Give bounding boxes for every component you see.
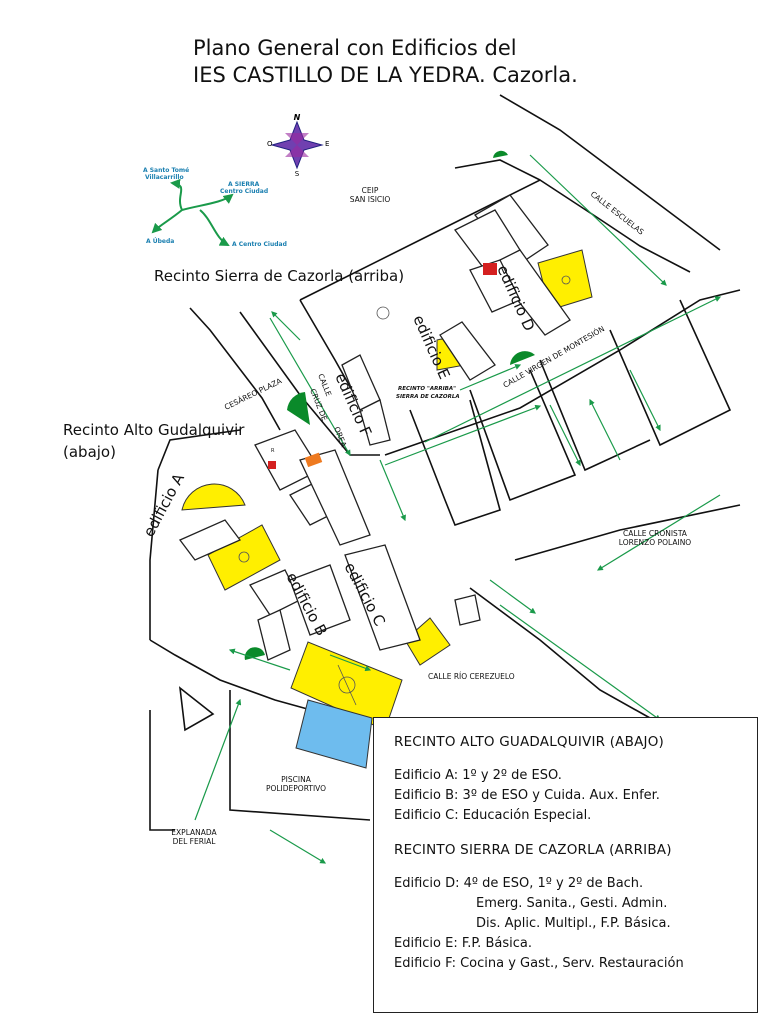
direction-labels: A Santo Tomé Villacarrillo A SIERRA Cent… [143, 167, 287, 248]
label-calle-escuelas: CALLE ESCUELAS [589, 189, 646, 236]
legend-edificio-a: Edificio A: 1º y 2º de ESO. [394, 768, 562, 783]
orange-block [304, 452, 323, 468]
direction-arrows [151, 178, 234, 246]
legend-box: RECINTO ALTO GUADALQUIVIR (ABAJO) Edific… [373, 717, 758, 1013]
label-calle-cronista: CALLE CRONISTA [623, 529, 688, 538]
legend-heading-abajo: RECINTO ALTO GUADALQUIVIR (ABAJO) [394, 734, 664, 750]
legend-edificio-f: Edificio F: Cocina y Gast., Serv. Restau… [394, 956, 684, 971]
legend-edificio-c: Edificio C: Educación Especial. [394, 808, 592, 823]
label-sierra-cazorla: SIERRA DE CAZORLA [396, 394, 460, 400]
label-polideportivo: POLIDEPORTIVO [266, 784, 326, 793]
label-recinto-arriba: RECINTO "ARRIBA" [398, 386, 456, 392]
compass-o: O [267, 140, 273, 148]
label-piscina: PISCINA [281, 775, 312, 784]
legend-edificio-e: Edificio E: F.P. Básica. [394, 936, 532, 951]
building-outlines [178, 194, 571, 661]
traffic-arrows [194, 154, 722, 864]
label-r: R [271, 448, 275, 454]
label-san-isicio: SAN ISICIO [350, 195, 391, 204]
label-lorenzo-polaino: LORENZO POLAINO [619, 538, 692, 547]
label-explanada: EXPLANADA [171, 828, 217, 837]
svg-text:A SIERRA: A SIERRA [228, 181, 260, 188]
svg-text:A Centro Ciudad: A Centro Ciudad [232, 241, 287, 248]
map-title-line1: Plano General con Edificios del [193, 36, 517, 60]
field-a [207, 524, 281, 591]
svg-text:A Santo Tomé: A Santo Tomé [143, 167, 189, 174]
compass-s: S [295, 170, 300, 178]
map-title-line2: IES CASTILLO DE LA YEDRA. Cazorla. [193, 63, 578, 87]
svg-text:Centro Ciudad: Centro Ciudad [220, 188, 268, 195]
label-cesareo-plaza: CESÁREO PLAZA [223, 376, 284, 412]
red-block-small [268, 461, 276, 469]
field-c [404, 617, 451, 666]
label-ceip: CEIP [362, 186, 379, 195]
legend-edificio-d: Edificio D: 4º de ESO, 1º y 2º de Bach. [394, 876, 644, 891]
svg-text:Villacarrillo: Villacarrillo [145, 174, 184, 181]
street-outlines [149, 94, 741, 831]
recinto-abajo-sub: (abajo) [63, 443, 116, 461]
compass-rose-icon: N S E O [267, 113, 329, 178]
svg-text:A Úbeda: A Úbeda [146, 238, 174, 245]
compass-n: N [294, 113, 301, 122]
court-a-half [181, 483, 246, 511]
recinto-abajo-label: Recinto Alto Gudalquivir [63, 421, 245, 439]
compass-e: E [325, 140, 329, 148]
recinto-arriba-label: Recinto Sierra de Cazorla (arriba) [154, 267, 405, 285]
legend-edificio-d-line3: Dis. Aplic. Multipl., F.P. Básica. [476, 916, 671, 931]
label-del-ferial: DEL FERIAL [173, 837, 217, 846]
legend-edificio-d-line2: Emerg. Sanita., Gesti. Admin. [476, 896, 668, 911]
legend-heading-arriba: RECINTO SIERRA DE CAZORLA (ARRIBA) [394, 842, 672, 858]
red-block [483, 263, 497, 275]
swimming-pool [295, 699, 373, 769]
label-edificio-a: edificio A [140, 470, 189, 540]
legend-edificio-b: Edificio B: 3º de ESO y Cuida. Aux. Enfe… [394, 788, 660, 803]
label-calle-rio: CALLE RÍO CEREZUELO [428, 672, 515, 681]
